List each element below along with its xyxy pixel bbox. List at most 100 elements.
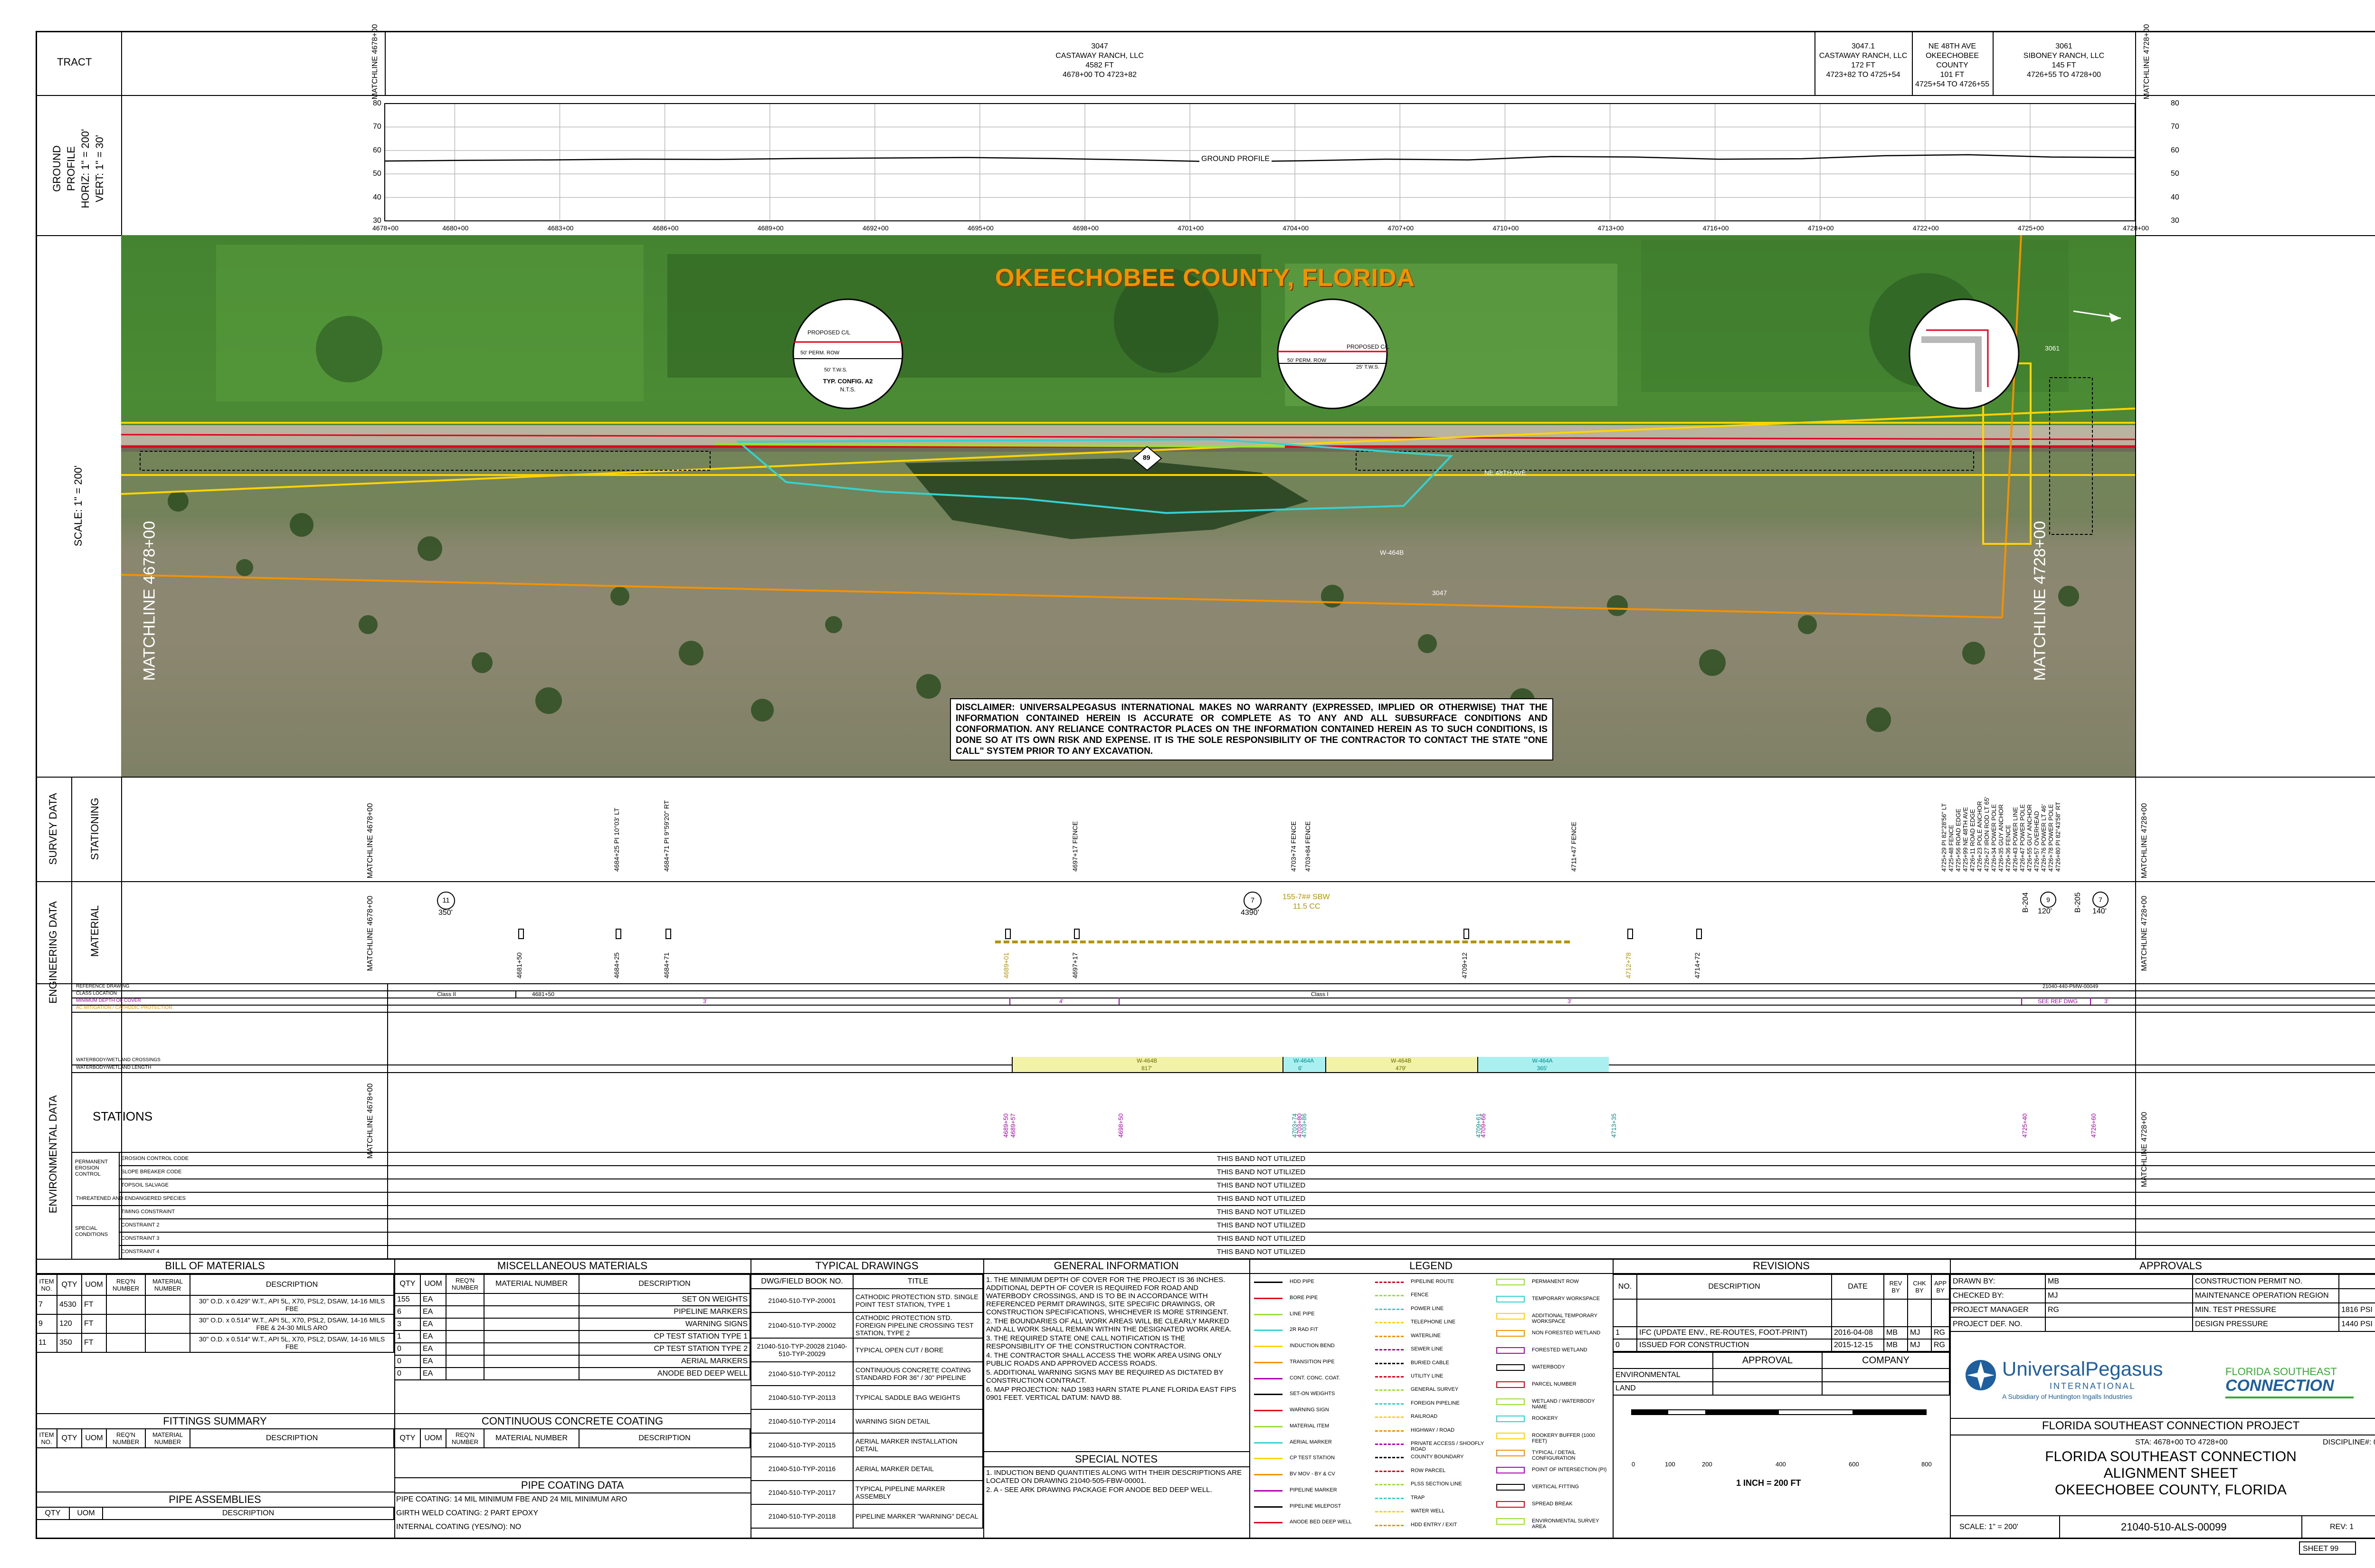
profile-y-tick: 30 [2171, 217, 2179, 225]
material-matchline-right: MATCHLINE 4728+00 [2140, 895, 2148, 971]
legend-item: ADDITIONAL TEMPORARY WORKSPACE [1532, 1313, 1597, 1324]
tract-cell-divider [1912, 31, 1913, 95]
bom-header: UOM [81, 1274, 107, 1296]
plan-matchline-right: MATCHLINE 4728+00 [2031, 521, 2049, 681]
profile-y-tick: 30 [373, 217, 381, 225]
tract-owner: OKEECHOBEE COUNTY [1925, 52, 1979, 69]
fittings-header: DESCRIPTION [190, 1428, 394, 1448]
profile-y-tick: 60 [373, 146, 381, 154]
survey-matchline-right: MATCHLINE 4728+00 [2140, 803, 2148, 879]
tract-id: 3047.1 [1852, 42, 1875, 50]
legend-symbol [1496, 1347, 1525, 1354]
chk-by: MJ [1907, 1326, 1932, 1340]
approval-value: 1440 PSI [2338, 1317, 2375, 1332]
legend-item: PERMANENT ROW [1532, 1279, 1579, 1284]
general-information: GENERAL INFORMATION 1. THE MINIMUM DEPTH… [983, 1259, 1249, 1494]
approval-field: DRAWN BY: [1950, 1274, 2046, 1289]
crossing-segment [1477, 1057, 1609, 1072]
legend-symbol [1496, 1364, 1525, 1371]
bom-item: 7 [36, 1295, 57, 1315]
tract-cell-divider [385, 31, 386, 95]
legend-symbol [1496, 1279, 1525, 1285]
misc-desc: CP TEST STATION TYPE 1 [579, 1330, 750, 1343]
tract-cell: 3061 SIBONEY RANCH, LLC 145 FT 4726+55 T… [1993, 42, 2135, 80]
legend-item: FORESTED WETLAND [1532, 1347, 1587, 1353]
profile-station-tick: 4716+00 [1702, 224, 1729, 232]
profile-station-tick: 4678+00 [372, 224, 399, 232]
legend-item: PIPELINE ROUTE [1411, 1279, 1454, 1284]
tract-length: 145 FT [2052, 61, 2076, 69]
material-station-marker [518, 929, 524, 939]
env-row-line [119, 1245, 2375, 1246]
disclaimer: DISCLAIMER: UNIVERSALPEGASUS INTERNATION… [950, 698, 1553, 760]
profile-y-tick: 60 [2171, 146, 2179, 154]
tract-cell: 3047 CASTAWAY RANCH, LLC 4582 FT 4678+00… [385, 42, 1814, 80]
table-row: CHECKED BY: MJ MAINTENANCE OPERATION REG… [1950, 1288, 2375, 1303]
profile-station-tick: 4722+00 [1912, 224, 1939, 232]
legend-symbol [1496, 1416, 1525, 1422]
legend-symbol [1496, 1467, 1525, 1473]
legend-symbol [1496, 1296, 1525, 1302]
fsc-line2: CONNECTION [2225, 1377, 2334, 1395]
env-station: 4689+57 [1009, 1113, 1016, 1138]
drawing-number: 21040-510-ALS-00099 [2121, 1521, 2227, 1533]
special-conditions-label: SPECIAL CONDITIONS [75, 1226, 108, 1237]
tract-owner: CASTAWAY RANCH, LLC [1819, 52, 1908, 60]
revisions: REVISIONS NO. DESCRIPTION DATE REV BY CH… [1613, 1259, 1950, 1488]
survey-note: 4726+11 ROAD EDGE [1969, 809, 1976, 872]
approval-value: MB [2045, 1274, 2193, 1289]
survey-group-label: SURVEY DATA [47, 793, 59, 865]
parcel-3047-label: 3047 [1432, 589, 1447, 597]
rev-desc: ISSUED FOR CONSTRUCTION [1636, 1339, 1832, 1352]
misc-header: DESCRIPTION [579, 1274, 750, 1294]
legend-item: WARNING SIGN [1290, 1407, 1329, 1413]
env-row-label: CONSTRAINT 2 [121, 1222, 160, 1228]
scale-tick: 0 [1632, 1461, 1635, 1468]
material-item-length: 350' [438, 909, 453, 917]
legend-symbol [1375, 1282, 1404, 1283]
legend-symbol [1254, 1410, 1282, 1411]
legend-symbol [1375, 1484, 1404, 1486]
profile-y-tick: 40 [2171, 193, 2179, 201]
pipe-header: UOM [69, 1507, 103, 1520]
typical-dwg-no: 21040-510-TYP-20117 [750, 1480, 854, 1505]
typical-dwg-title: AERIAL MARKER DETAIL [853, 1456, 983, 1481]
legend-item: FENCE [1411, 1292, 1429, 1298]
env-row-line [119, 1165, 2375, 1166]
survey-note: 4726+47 POWER POLE [2019, 804, 2026, 872]
legend-item: POWER LINE [1411, 1305, 1444, 1311]
ground-profile-label: GROUND PROFILE [1199, 155, 1272, 163]
legend-item: COUNTY BOUNDARY [1411, 1454, 1464, 1460]
env-label-divider [387, 983, 388, 1259]
env-row-label: THREATENED AND ENDANGERED SPECIES [76, 1196, 186, 1201]
typical-title: TYPICAL DRAWINGS [750, 1259, 983, 1274]
profile-station-tick: 4728+00 [2123, 224, 2149, 232]
rev-desc: IFC (UPDATE ENV., RE-ROUTES, FOOT-PRINT) [1636, 1326, 1832, 1340]
bom-reqn [106, 1333, 146, 1353]
misc-desc: AERIAL MARKERS [579, 1355, 750, 1368]
band-not-utilized: THIS BAND NOT UTILIZED [1216, 1195, 1306, 1203]
misc-reqn [446, 1367, 484, 1380]
env-row-line [71, 1152, 2375, 1153]
misc-qty: 1 [394, 1330, 421, 1343]
survey-note: 4726+76 POWER LT 46' [2040, 804, 2047, 872]
group-label-divider [71, 777, 72, 1259]
table-divider [394, 1259, 395, 1539]
fittings-header: ITEM NO. [36, 1428, 57, 1448]
misc-uom: EA [420, 1330, 446, 1343]
legend-symbol [1496, 1330, 1525, 1337]
bottom-divider [36, 1259, 2375, 1260]
parcel-3061-label: 3061 [2045, 344, 2060, 352]
misc-reqn [446, 1330, 484, 1343]
misc-desc: ANODE BED DEEP WELL [579, 1367, 750, 1380]
discipline: DISCIPLINE#: 03 [2323, 1438, 2375, 1446]
survey-note: 4697+17 FENCE [1071, 821, 1079, 872]
legend-symbol [1254, 1490, 1282, 1492]
survey-note: 4726+57 OVERHEAD [2033, 811, 2040, 872]
material-item-bubble: 11 [437, 892, 455, 910]
table-row: DRAWN BY: MB CONSTRUCTION PERMIT NO. [1950, 1274, 2375, 1289]
rev-date: 2015-12-15 [1831, 1339, 1884, 1352]
engineering-group-label: ENGINEERING DATA [47, 901, 59, 1004]
